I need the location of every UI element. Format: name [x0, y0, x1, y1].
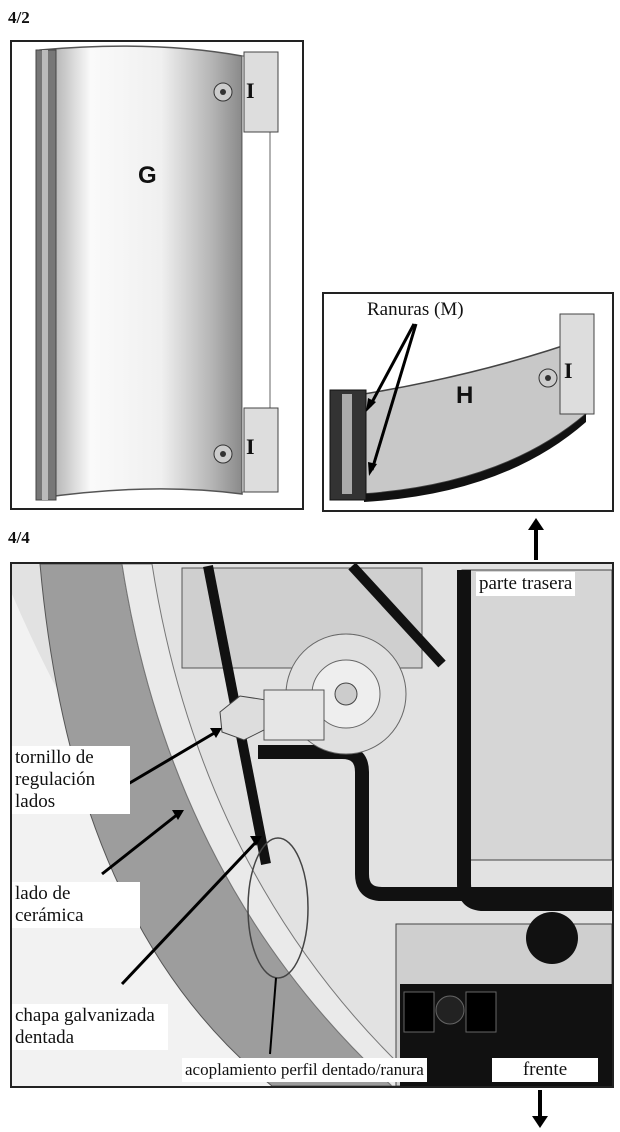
panel-detail-4-4: parte trasera tornillo de regulación lad… — [10, 562, 614, 1088]
galvanized-sheet-label: chapa galvanizada dentada — [12, 1004, 168, 1050]
rear-direction-arrow — [528, 518, 544, 560]
part-label-h: H — [456, 382, 474, 409]
front-direction-arrow — [532, 1090, 548, 1128]
slots-label: Ranuras (M) — [364, 298, 467, 322]
front-label: frente — [492, 1058, 598, 1082]
step-label-4-4: 4/4 — [8, 528, 30, 547]
rear-label: parte trasera — [476, 572, 576, 596]
side-panel-g-drawing — [35, 45, 279, 501]
step-label-4-2: 4/2 — [8, 8, 30, 27]
panel-side-g: G I I — [10, 40, 304, 510]
callout-arrows — [101, 728, 277, 1055]
curved-panel-h-drawing — [329, 313, 595, 502]
part-label-g: G — [138, 162, 157, 189]
panel-curved-h: Ranuras (M) H I — [322, 292, 614, 512]
part-label-i-bottom: I — [246, 434, 255, 459]
detail-assembly-drawing — [12, 564, 612, 1086]
part-label-i-h: I — [564, 358, 573, 383]
part-label-i-top: I — [246, 78, 255, 103]
coupling-label: acoplamiento perfil dentado/ranura — [182, 1058, 427, 1082]
ceramic-side-label: lado de cerámica — [12, 882, 140, 928]
screw-label: tornillo de regulación lados — [12, 746, 130, 814]
